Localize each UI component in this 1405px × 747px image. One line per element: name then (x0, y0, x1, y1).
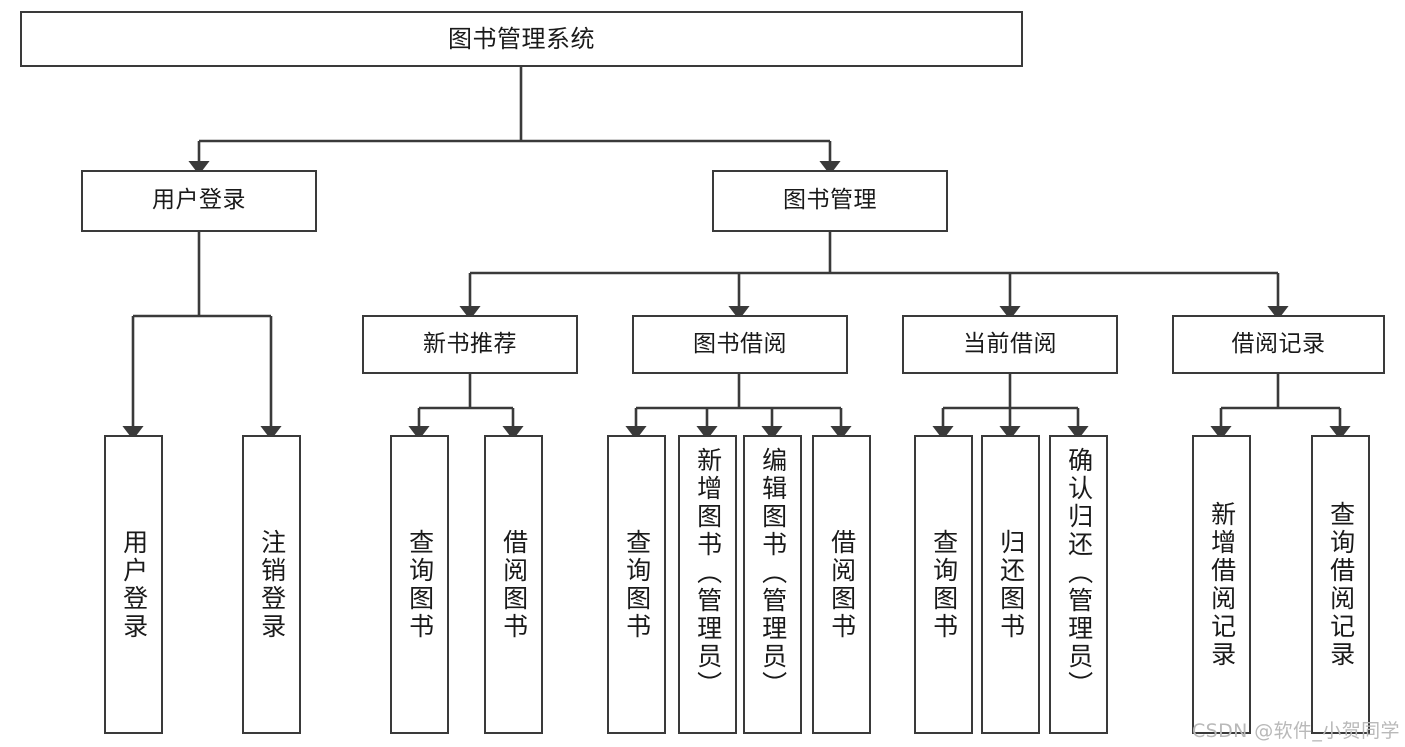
node-label: 用户登录 (152, 187, 246, 214)
node-label: 图书借阅 (693, 330, 787, 357)
node-label: 新增借阅记录 (1207, 500, 1237, 669)
leaf-new-book-borrow[interactable]: 借阅图书 (484, 435, 543, 734)
node-label: 用户登录 (119, 528, 149, 641)
leaf-current-borrow-confirm[interactable]: 确认归还（管理员） (1049, 435, 1108, 734)
node-book-management[interactable]: 图书管理 (712, 170, 948, 232)
leaf-book-borrow-borrow[interactable]: 借阅图书 (812, 435, 871, 734)
watermark: CSDN @软件_小贺同学 (1192, 720, 1400, 742)
leaf-current-borrow-query[interactable]: 查询图书 (914, 435, 973, 734)
node-current-borrow[interactable]: 当前借阅 (902, 315, 1118, 374)
leaf-borrow-record-query[interactable]: 查询借阅记录 (1311, 435, 1370, 734)
node-label: 归还图书 (996, 528, 1026, 641)
leaf-current-borrow-return[interactable]: 归还图书 (981, 435, 1040, 734)
node-label: 查询图书 (405, 528, 435, 641)
node-user-login[interactable]: 用户登录 (81, 170, 317, 232)
leaf-borrow-record-add[interactable]: 新增借阅记录 (1192, 435, 1251, 734)
node-root-system[interactable]: 图书管理系统 (20, 11, 1023, 67)
leaf-book-borrow-add[interactable]: 新增图书（管理员） (678, 435, 737, 734)
node-new-book-recommend[interactable]: 新书推荐 (362, 315, 578, 374)
node-borrow-record[interactable]: 借阅记录 (1172, 315, 1385, 374)
node-label: 查询图书 (622, 528, 652, 641)
leaf-book-borrow-edit[interactable]: 编辑图书（管理员） (743, 435, 802, 734)
node-label: 新增图书（管理员） (693, 447, 723, 699)
node-label: 编辑图书（管理员） (758, 447, 788, 699)
node-label: 查询借阅记录 (1326, 500, 1356, 669)
leaf-book-borrow-query[interactable]: 查询图书 (607, 435, 666, 734)
leaf-user-login-signin[interactable]: 用户登录 (104, 435, 163, 734)
leaf-new-book-query[interactable]: 查询图书 (390, 435, 449, 734)
node-label: 新书推荐 (423, 330, 517, 357)
node-label: 图书管理系统 (448, 24, 595, 53)
node-label: 图书管理 (783, 187, 877, 214)
node-label: 确认归还（管理员） (1064, 447, 1094, 699)
node-label: 借阅记录 (1231, 330, 1326, 357)
node-label: 当前借阅 (963, 330, 1057, 357)
node-label: 借阅图书 (827, 528, 857, 641)
node-label: 注销登录 (257, 528, 287, 641)
leaf-user-login-signout[interactable]: 注销登录 (242, 435, 301, 734)
node-book-borrow[interactable]: 图书借阅 (632, 315, 848, 374)
node-label: 查询图书 (929, 528, 959, 641)
node-label: 借阅图书 (499, 528, 529, 641)
